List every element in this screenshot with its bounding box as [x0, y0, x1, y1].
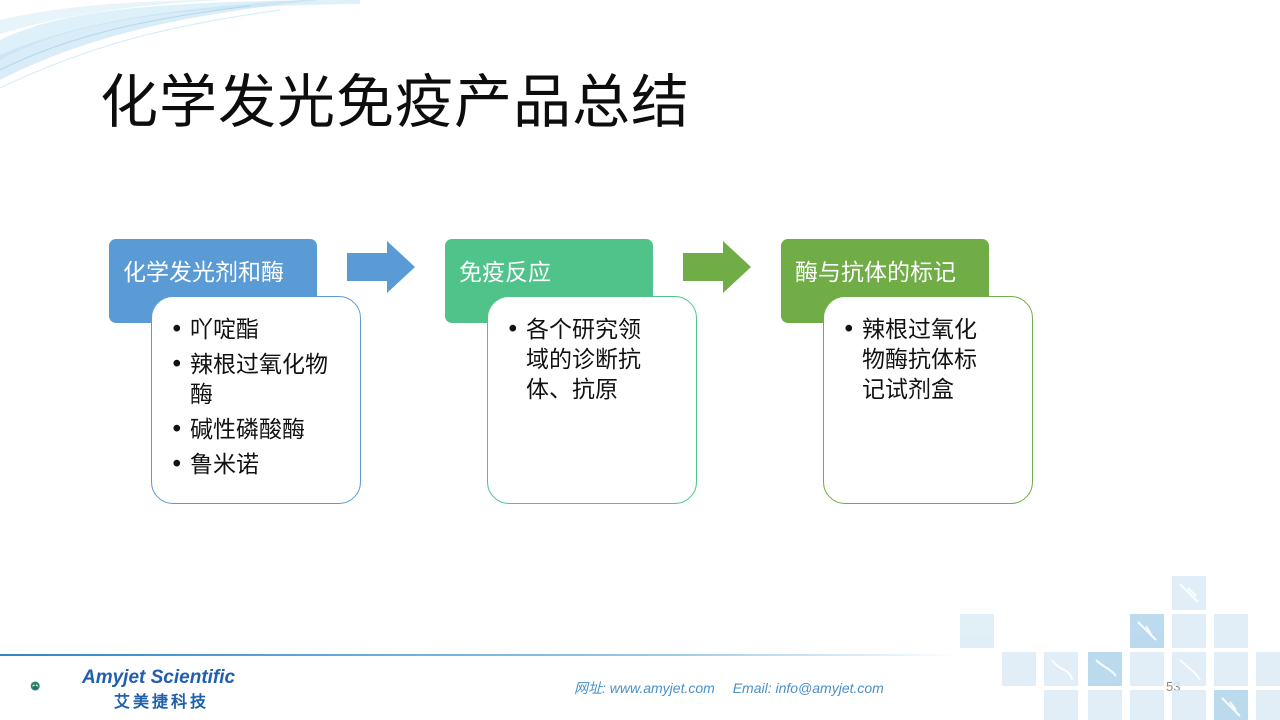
slide-title: 化学发光免疫产品总结 [100, 68, 691, 136]
right-arrow-icon [347, 241, 415, 293]
decorative-swoosh [0, 0, 360, 89]
step-label: 化学发光剂和酶 [123, 260, 284, 286]
list-item: 碱性磷酸酶 [170, 415, 350, 445]
detail-list: 辣根过氧化物酶抗体标记试剂盒 [842, 315, 1022, 405]
detail-box-immune-reaction: 各个研究领域的诊断抗体、抗原 [487, 296, 697, 504]
list-item: 吖啶酯 [170, 315, 350, 345]
footer-divider [0, 654, 960, 656]
email-link[interactable]: Email: info@amyjet.com [732, 680, 884, 696]
contact-info: 网址: www.amyjet.com Email: info@amyjet.co… [574, 678, 898, 698]
list-item: 辣根过氧化物酶抗体标记试剂盒 [842, 315, 992, 405]
detail-box-chemiluminescent-agents: 吖啶酯 辣根过氧化物酶 碱性磷酸酶 鲁米诺 [151, 296, 361, 504]
website-link[interactable]: 网址: www.amyjet.com [574, 680, 715, 696]
company-logo [30, 681, 40, 691]
detail-list: 吖啶酯 辣根过氧化物酶 碱性磷酸酶 鲁米诺 [170, 315, 350, 480]
detail-box-enzyme-antibody-labeling: 辣根过氧化物酶抗体标记试剂盒 [823, 296, 1033, 504]
brand-name-en: Amyjet Scientific [82, 667, 236, 688]
step-label: 酶与抗体的标记 [795, 260, 956, 286]
right-arrow-icon [683, 241, 751, 293]
decorative-tile-mosaic [960, 576, 1280, 720]
step-label: 免疫反应 [459, 260, 551, 286]
list-item: 鲁米诺 [170, 450, 350, 480]
brand-name-cn: 艾美捷科技 [114, 692, 210, 711]
list-item: 各个研究领域的诊断抗体、抗原 [506, 315, 656, 405]
list-item: 辣根过氧化物酶 [170, 350, 350, 410]
detail-list: 各个研究领域的诊断抗体、抗原 [506, 315, 686, 405]
